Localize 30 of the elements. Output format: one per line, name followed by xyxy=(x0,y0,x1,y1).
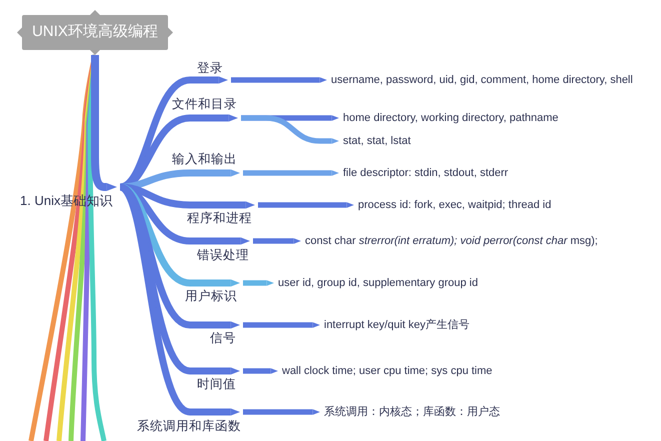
detail-label: home directory, working directory, pathname xyxy=(343,110,558,126)
branch-line xyxy=(243,322,318,328)
detail-label: wall clock time; user cpu time; sys cpu time xyxy=(282,363,492,379)
branch-line xyxy=(118,184,238,416)
detail-label: interrupt key/quit key产生信号 xyxy=(324,317,470,333)
branch-line xyxy=(258,202,352,208)
branch-line xyxy=(91,55,115,191)
subtopic-label: 用户标识 xyxy=(185,288,237,304)
detail-label: username, password, uid, gid, comment, home directory, shell xyxy=(331,72,633,88)
subtopic-label: 登录 xyxy=(197,60,223,76)
subtopic-label: 程序和进程 xyxy=(187,210,252,226)
branch-line xyxy=(243,368,276,374)
subtopic-label: 文件和目录 xyxy=(172,96,237,112)
detail-label: const char strerror(int erratum); void perror(const char msg); xyxy=(305,233,598,249)
subtopic-label: 错误处理 xyxy=(197,247,249,263)
detail-label: file descriptor: stdin, stdout, stderr xyxy=(343,165,508,181)
detail-label: stat, stat, lstat xyxy=(343,133,411,149)
branch-line xyxy=(243,280,272,286)
branch-line xyxy=(253,238,300,244)
detail-label: 系统调用：内核态；库函数：用户态 xyxy=(324,404,500,420)
subtopic-label: 信号 xyxy=(210,330,236,346)
detail-label: process id: fork, exec, waitpid; thread id xyxy=(358,197,552,213)
detail-label: user id, group id, supplementary group id xyxy=(278,275,478,291)
subtopic-label: 输入和输出 xyxy=(172,151,237,167)
branch-line xyxy=(243,170,338,176)
branch-line xyxy=(241,115,338,144)
subtopic-label: 系统调用和库函数 xyxy=(137,418,241,434)
branch-line xyxy=(231,77,326,83)
subtopic-label: 时间值 xyxy=(197,376,236,392)
branch-line xyxy=(243,409,318,415)
